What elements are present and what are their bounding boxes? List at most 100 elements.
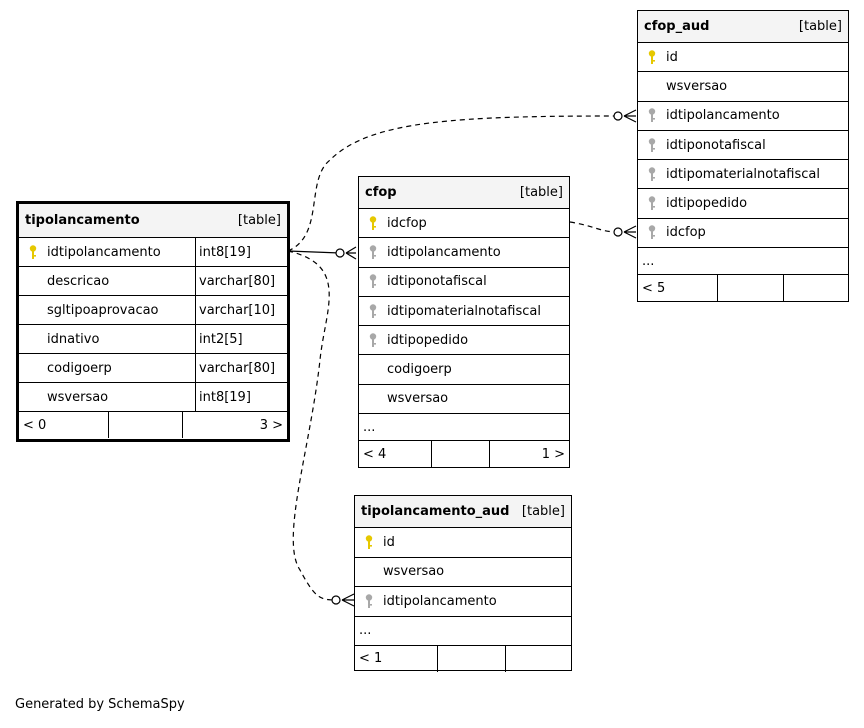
column-name: idtipomaterialnotafiscal bbox=[387, 303, 541, 319]
column-name-cell: id bbox=[638, 43, 848, 71]
column-type: varchar[80] bbox=[195, 354, 287, 382]
children-count bbox=[783, 275, 848, 302]
foreign-key-icon bbox=[642, 225, 662, 240]
column-row[interactable]: idtipolancamento bbox=[638, 102, 848, 131]
column-name-cell: descricao bbox=[19, 267, 195, 295]
column-name-cell: idtipomaterialnotafiscal bbox=[359, 297, 569, 325]
column-name-cell: idtipolancamento bbox=[638, 102, 848, 130]
children-count[interactable]: 3 > bbox=[182, 412, 287, 438]
column-type: varchar[80] bbox=[195, 267, 287, 295]
column-name-cell: idcfop bbox=[359, 209, 569, 237]
parents-count[interactable]: < 4 bbox=[363, 446, 387, 462]
column-name-cell: idtipopedido bbox=[638, 189, 848, 217]
column-row[interactable]: wsversao bbox=[359, 385, 569, 415]
column-name: id bbox=[383, 534, 395, 550]
parents-count[interactable]: < 0 bbox=[23, 417, 47, 433]
column-row[interactable]: idtipolancamento bbox=[355, 587, 571, 617]
column-name: wsversao bbox=[383, 564, 445, 580]
column-type: varchar[10] bbox=[195, 296, 287, 324]
footer-spacer bbox=[108, 412, 182, 438]
primary-key-icon bbox=[642, 49, 662, 65]
column-name: idtipolancamento bbox=[666, 108, 780, 124]
table-header: cfop_aud [table] bbox=[638, 11, 848, 43]
column-row[interactable]: codigoerp varchar[80] bbox=[19, 354, 287, 383]
primary-key-icon bbox=[359, 535, 379, 550]
column-name: idtipopedido bbox=[387, 332, 469, 348]
more-columns: ... bbox=[355, 617, 571, 646]
column-name: idtipolancamento bbox=[47, 244, 161, 260]
table-footer: < 4 1 > bbox=[359, 441, 569, 468]
table-footer: < 0 3 > bbox=[19, 412, 287, 438]
column-type: int2[5] bbox=[195, 325, 287, 353]
column-row[interactable]: idtiponotafiscal bbox=[359, 268, 569, 297]
link-cfop-cfop_aud bbox=[569, 221, 619, 233]
foreign-key-icon bbox=[359, 594, 379, 609]
column-name-cell: codigoerp bbox=[19, 354, 195, 382]
column-row[interactable]: idtipopedido bbox=[359, 326, 569, 356]
column-name-cell: idnativo bbox=[19, 325, 195, 353]
column-name-cell: idtipolancamento bbox=[355, 587, 571, 616]
column-row[interactable]: idcfop bbox=[359, 209, 569, 239]
link-tipolancamento-cfop bbox=[287, 250, 341, 254]
children-count[interactable]: 1 > bbox=[489, 441, 569, 468]
column-name: idtipomaterialnotafiscal bbox=[666, 166, 820, 182]
column-row[interactable]: idnativo int2[5] bbox=[19, 325, 287, 354]
foreign-key-icon bbox=[642, 137, 662, 153]
column-name: sgltipoaprovacao bbox=[47, 302, 159, 318]
footer-spacer bbox=[437, 645, 505, 672]
column-row[interactable]: idcfop bbox=[638, 219, 848, 249]
footer-spacer bbox=[717, 275, 783, 302]
column-name: idtipopedido bbox=[666, 196, 748, 212]
link-tipolancamento-tipolancamento_aud bbox=[287, 250, 337, 601]
column-row[interactable]: codigoerp bbox=[359, 355, 569, 385]
column-name: idtiponotafiscal bbox=[387, 274, 487, 290]
column-name-cell: idtipopedido bbox=[359, 326, 569, 354]
column-name: wsversao bbox=[387, 391, 449, 407]
parents-count[interactable]: < 5 bbox=[642, 280, 666, 296]
column-row[interactable]: idtipopedido bbox=[638, 189, 848, 219]
foreign-key-icon bbox=[642, 167, 662, 182]
children-count bbox=[505, 645, 571, 672]
column-row[interactable]: sgltipoaprovacao varchar[10] bbox=[19, 296, 287, 325]
table-header: tipolancamento_aud [table] bbox=[355, 496, 571, 528]
foreign-key-icon bbox=[363, 245, 383, 260]
table-footer: < 1 bbox=[355, 645, 571, 672]
table-name: cfop_aud bbox=[644, 19, 710, 34]
table-header: cfop [table] bbox=[359, 177, 569, 209]
generated-by-footer: Generated by SchemaSpy bbox=[15, 697, 185, 712]
table-cfop-aud[interactable]: cfop_aud [table] id wsversao idtipolancame… bbox=[637, 10, 849, 302]
table-name: tipolancamento_aud bbox=[361, 504, 510, 519]
table-name: cfop bbox=[365, 185, 397, 200]
column-name: descricao bbox=[47, 273, 110, 289]
table-kind: [table] bbox=[798, 19, 842, 34]
footer-spacer bbox=[431, 441, 489, 468]
parents-count[interactable]: < 1 bbox=[359, 651, 383, 666]
column-row[interactable]: descricao varchar[80] bbox=[19, 267, 287, 296]
column-name: idtiponotafiscal bbox=[666, 137, 766, 153]
column-name-cell: idtipolancamento bbox=[19, 238, 195, 266]
foreign-key-icon bbox=[642, 196, 662, 211]
column-name: wsversao bbox=[47, 389, 109, 405]
column-name: idcfop bbox=[666, 225, 706, 241]
column-row[interactable]: id bbox=[638, 43, 848, 73]
column-row[interactable]: id bbox=[355, 528, 571, 558]
column-row[interactable]: idtipomaterialnotafiscal bbox=[359, 297, 569, 327]
column-row[interactable]: wsversao bbox=[638, 72, 848, 102]
column-name: codigoerp bbox=[47, 360, 112, 376]
column-name-cell: codigoerp bbox=[359, 355, 569, 383]
primary-key-icon bbox=[363, 215, 383, 231]
column-name: idnativo bbox=[47, 331, 100, 347]
column-row[interactable]: idtiponotafiscal bbox=[638, 131, 848, 161]
table-name: tipolancamento bbox=[25, 213, 140, 228]
column-row[interactable]: wsversao bbox=[355, 558, 571, 587]
column-row[interactable]: idtipomaterialnotafiscal bbox=[638, 160, 848, 190]
table-tipolancamento-aud[interactable]: tipolancamento_aud [table] id wsversao idt… bbox=[354, 495, 572, 672]
column-row[interactable]: idtipolancamento bbox=[359, 238, 569, 268]
more-columns: ... bbox=[638, 248, 848, 276]
column-name: id bbox=[666, 49, 678, 65]
